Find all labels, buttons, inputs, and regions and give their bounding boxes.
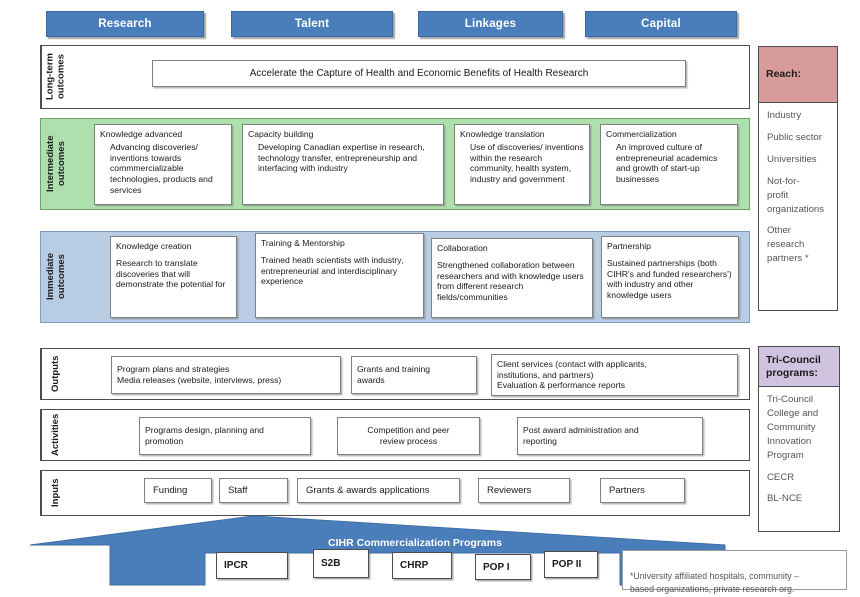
card-input-partners: Partners	[600, 478, 685, 503]
card-output-program-plans: Program plans and strategies Media relea…	[111, 356, 341, 394]
card-collaboration-body: Strengthened collaboration between resea…	[437, 259, 584, 303]
program-box-pop-i-label: POP I	[483, 561, 510, 573]
card-knowledge-translation-body: Use of discoveries/ inventions within th…	[470, 141, 584, 185]
reach-item-public-sector: Public sector	[767, 131, 822, 143]
card-collaboration-title: Collaboration	[437, 243, 488, 253]
row-label-intermediate-outcomes: Intermediate outcomes	[45, 135, 67, 193]
card-capacity-building-body: Developing Canadian expertise in researc…	[258, 141, 425, 174]
program-box-pop-ii[interactable]: POP II	[544, 551, 598, 578]
card-partnership-title: Partnership	[607, 241, 651, 251]
program-box-s2b[interactable]: S2B	[313, 549, 369, 578]
row-label-inputs: Inputs	[41, 471, 71, 515]
tricouncil-panel: Tri-Council programs: Tri-Council Colleg…	[758, 346, 840, 532]
card-input-staff-text: Staff	[228, 484, 248, 496]
card-activity-competition-review-text: Competition and peer review process	[367, 425, 450, 446]
pillar-linkages-label: Linkages	[464, 18, 517, 30]
card-input-staff: Staff	[219, 478, 288, 503]
tricouncil-panel-list: Tri-Council College and Community Innova…	[759, 387, 839, 514]
card-input-funding: Funding	[144, 478, 212, 503]
pillar-capital[interactable]: Capital	[585, 11, 737, 37]
card-activity-program-design-text: Programs design, planning and promotion	[145, 425, 264, 446]
card-input-funding-text: Funding	[153, 484, 188, 496]
reach-item-industry: Industry	[767, 110, 802, 121]
pillar-talent-label: Talent	[294, 18, 330, 30]
card-input-partners-text: Partners	[609, 484, 645, 496]
footnote-box: *University affiliated hospitals, commun…	[622, 550, 847, 594]
row-label-activities: Activities	[41, 410, 71, 460]
program-box-ipcr-label: IPCR	[224, 560, 248, 571]
card-input-reviewers: Reviewers	[478, 478, 570, 503]
tricouncil-panel-header: Tri-Council programs:	[759, 347, 839, 387]
reach-item-other-research-partners: Other research partners *	[767, 225, 809, 265]
footnote-text: *University affiliated hospitals, commun…	[630, 571, 800, 595]
pillar-linkages[interactable]: Linkages	[418, 11, 563, 37]
card-commercialization-title: Commercialization	[606, 129, 677, 139]
reach-panel-header: Reach:	[759, 47, 837, 103]
card-knowledge-advanced-body: Advancing discoveries/ inventions toward…	[110, 141, 213, 196]
reach-panel-list: Industry Public sector Universities Not-…	[759, 103, 837, 274]
program-box-pop-ii-label: POP II	[552, 559, 582, 570]
tricouncil-item-bl-nce: BL-NCE	[767, 493, 803, 505]
card-output-program-plans-text: Program plans and strategies Media relea…	[117, 364, 282, 385]
card-knowledge-creation-body: Research to translate discoveries that w…	[116, 257, 226, 290]
reach-panel: Reach: Industry Public sector Universiti…	[758, 46, 838, 311]
card-collaboration: Collaboration Strengthened collaboration…	[431, 238, 593, 318]
tricouncil-panel-heading: Tri-Council programs:	[766, 354, 821, 379]
card-activity-competition-review: Competition and peer review process	[337, 417, 480, 455]
card-activity-program-design: Programs design, planning and promotion	[139, 417, 311, 455]
card-capacity-building: Capacity building Developing Canadian ex…	[242, 124, 444, 205]
long-term-statement-card: Accelerate the Capture of Health and Eco…	[152, 60, 686, 87]
program-box-chrp-label: CHRP	[400, 560, 429, 571]
row-label-long-term-outcomes: Long-term outcomes	[41, 46, 71, 108]
row-label-outputs: Outputs	[41, 349, 71, 399]
card-training-mentorship-body: Trained heath scientists with industry, …	[261, 254, 404, 287]
card-capacity-building-title: Capacity building	[248, 129, 314, 139]
reach-item-not-for-profit: Not-for- profit organizations	[767, 175, 825, 215]
tricouncil-item-college-community-innovation: Tri-Council College and Community Innova…	[767, 394, 819, 461]
program-box-chrp[interactable]: CHRP	[392, 552, 452, 579]
card-partnership-body: Sustained partnerships (both CIHR's and …	[607, 257, 732, 301]
long-term-statement-text: Accelerate the Capture of Health and Eco…	[249, 68, 589, 79]
card-input-grants-applications: Grants & awards applications	[297, 478, 460, 503]
card-activity-post-award-text: Post award administration and reporting	[523, 425, 639, 446]
card-knowledge-advanced: Knowledge advanced Advancing discoveries…	[94, 124, 232, 205]
reach-item-universities: Universities	[767, 153, 817, 165]
card-knowledge-translation-title: Knowledge translation	[460, 129, 545, 139]
pillar-research-label: Research	[98, 18, 152, 30]
card-knowledge-advanced-title: Knowledge advanced	[100, 129, 183, 139]
card-commercialization-body: An improved culture of entrepreneurial a…	[616, 141, 718, 185]
program-box-pop-i[interactable]: POP I	[475, 554, 531, 580]
reach-panel-heading: Reach:	[766, 68, 802, 81]
card-activity-post-award: Post award administration and reporting	[517, 417, 703, 455]
card-input-grants-applications-text: Grants & awards applications	[306, 484, 430, 496]
card-training-mentorship-title: Training & Mentorship	[261, 238, 345, 248]
pillar-research[interactable]: Research	[46, 11, 204, 37]
program-box-s2b-label: S2B	[321, 558, 341, 569]
program-box-ipcr[interactable]: IPCR	[216, 552, 288, 579]
commercialization-banner-text: CIHR Commercialization Programs	[328, 537, 502, 549]
card-input-reviewers-text: Reviewers	[487, 484, 532, 496]
card-output-client-services: Client services (contact with applicants…	[491, 354, 738, 396]
commercialization-banner-label: CIHR Commercialization Programs	[230, 537, 600, 549]
card-output-grants-awards-text: Grants and training awards	[357, 364, 431, 385]
card-output-client-services-text: Client services (contact with applicants…	[497, 358, 647, 391]
pillar-talent[interactable]: Talent	[231, 11, 393, 37]
card-knowledge-creation-title: Knowledge creation	[116, 241, 192, 251]
card-training-mentorship: Training & Mentorship Trained heath scie…	[255, 233, 424, 318]
card-output-grants-awards: Grants and training awards	[351, 356, 477, 394]
tricouncil-item-cecr: CECR	[767, 471, 795, 483]
row-label-immediate-outcomes: Immediate outcomes	[45, 253, 67, 301]
card-partnership: Partnership Sustained partnerships (both…	[601, 236, 739, 318]
card-commercialization: Commercialization An improved culture of…	[600, 124, 738, 205]
card-knowledge-translation: Knowledge translation Use of discoveries…	[454, 124, 590, 205]
card-knowledge-creation: Knowledge creation Research to translate…	[110, 236, 237, 318]
pillar-capital-label: Capital	[641, 18, 681, 30]
